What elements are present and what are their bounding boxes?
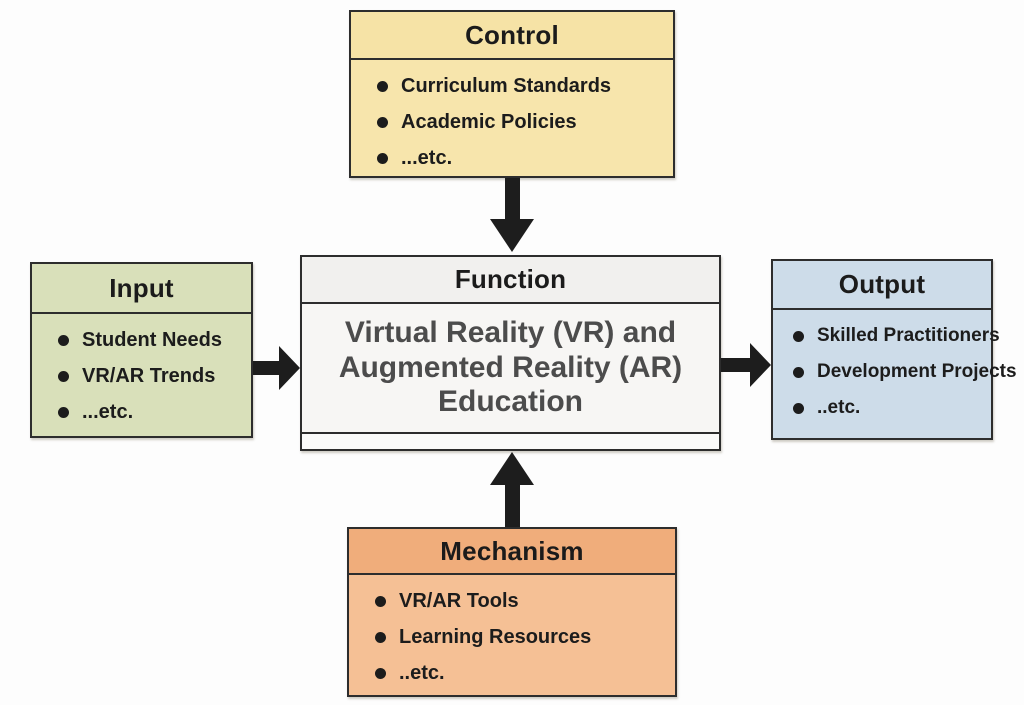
list-item: Student Needs [58, 329, 243, 352]
list-item-label: ..etc. [399, 662, 445, 684]
function-box: Function Virtual Reality (VR) and Augmen… [300, 255, 721, 451]
mechanism-to-function-arrow [490, 452, 534, 527]
function-to-output-arrow [721, 343, 771, 387]
list-item-label: Curriculum Standards [401, 75, 612, 97]
control-box-items: Curriculum Standards Academic Policies .… [351, 60, 673, 170]
list-item-label: Learning Resources [399, 626, 592, 648]
control-box: Control Curriculum Standards Academic Po… [349, 10, 675, 178]
bullet-icon [377, 81, 388, 92]
list-item-label: ...etc. [401, 147, 453, 169]
arrow-down-icon [490, 219, 534, 252]
function-box-footer [302, 432, 719, 449]
arrow-shaft [504, 485, 520, 527]
list-item: ..etc. [375, 662, 667, 685]
output-box: Output Skilled Practitioners Development… [771, 259, 1017, 440]
list-item-label: VR/AR Trends [82, 365, 216, 387]
output-box-title: Output [773, 261, 991, 310]
list-item: ...etc. [377, 147, 665, 170]
list-item: VR/AR Tools [375, 590, 667, 613]
list-item: Learning Resources [375, 626, 667, 649]
list-item-label: ..etc. [817, 397, 861, 418]
bullet-icon [793, 402, 804, 414]
arrow-right-icon [750, 343, 771, 387]
list-item: Curriculum Standards [377, 75, 665, 98]
bullet-icon [377, 153, 388, 164]
arrow-shaft [504, 178, 520, 219]
list-item: ...etc. [58, 401, 243, 424]
bullet-icon [375, 668, 386, 679]
list-item-label: Development Projects [817, 361, 1017, 382]
output-box-items: Skilled Practitioners Development Projec… [773, 310, 1017, 419]
input-box-items: Student Needs VR/AR Trends ...etc. [32, 314, 251, 424]
list-item-label: Skilled Practitioners [817, 325, 1000, 346]
list-item: ..etc. [793, 397, 983, 419]
bullet-icon [375, 632, 386, 643]
input-to-function-arrow [253, 346, 300, 390]
bullet-icon [793, 330, 804, 342]
list-item-label: Student Needs [82, 329, 223, 351]
arrow-up-icon [490, 452, 534, 485]
bullet-icon [375, 596, 386, 607]
arrow-shaft [721, 358, 750, 372]
mechanism-box-title: Mechanism [349, 529, 675, 575]
bullet-icon [58, 407, 69, 418]
arrow-right-icon [279, 346, 300, 390]
mechanism-box: Mechanism VR/AR Tools Learning Resources… [347, 527, 677, 697]
list-item: Development Projects [793, 361, 1017, 383]
list-item: VR/AR Trends [58, 365, 243, 388]
control-box-title: Control [351, 12, 673, 60]
arrow-shaft [253, 361, 279, 375]
input-box-title: Input [32, 264, 251, 314]
function-box-title: Function [302, 257, 719, 304]
input-box: Input Student Needs VR/AR Trends ...etc. [30, 262, 253, 438]
list-item: Academic Policies [377, 111, 665, 134]
list-item-label: ...etc. [82, 401, 134, 423]
list-item: Skilled Practitioners [793, 325, 1000, 347]
function-box-body: Virtual Reality (VR) and Augmented Reali… [338, 316, 683, 419]
bullet-icon [377, 117, 388, 128]
list-item-label: VR/AR Tools [399, 590, 519, 612]
control-to-function-arrow [490, 178, 534, 252]
bullet-icon [58, 371, 69, 382]
list-item-label: Academic Policies [401, 111, 577, 133]
mechanism-box-items: VR/AR Tools Learning Resources ..etc. [349, 575, 675, 685]
bullet-icon [793, 366, 804, 378]
bullet-icon [58, 335, 69, 346]
